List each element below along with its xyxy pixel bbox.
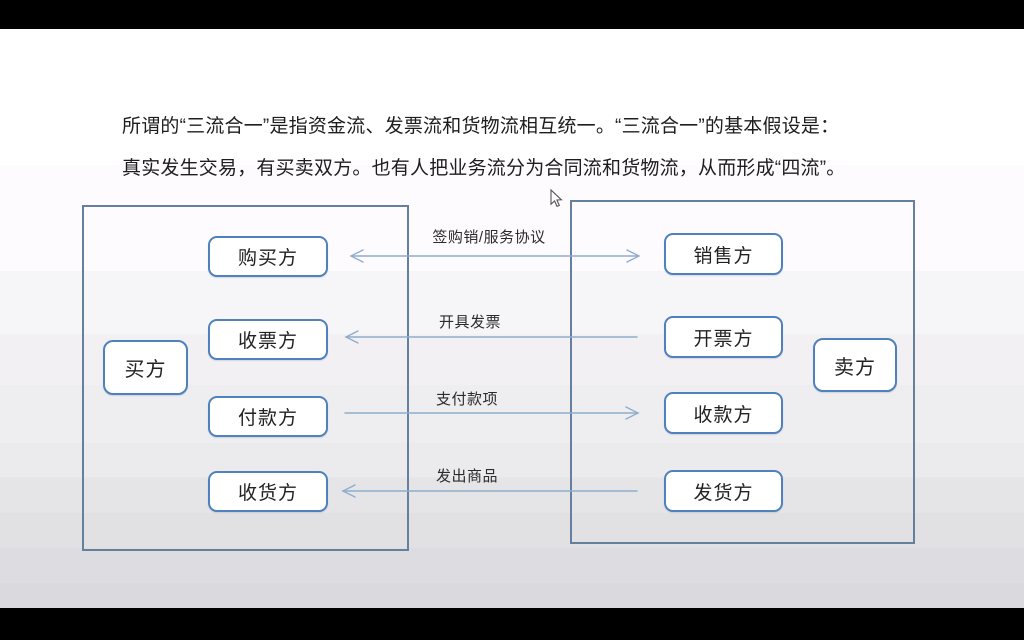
flow-label-agreement: 签购销/服务协议	[432, 229, 546, 246]
arrowhead-right-icon	[625, 406, 640, 420]
flow-label-invoice: 开具发票	[438, 314, 502, 331]
buyer-role-label: 付款方	[237, 408, 298, 429]
buyer-side-label: 买方	[124, 359, 167, 381]
slide-canvas: 所谓的“三流合一”是指资金流、发票流和货物流相互统一。“三流合一”的基本假设是：…	[0, 29, 1024, 608]
buyer-role-label: 收货方	[237, 483, 298, 504]
seller-role-box-shipper: 发货方	[664, 470, 783, 512]
buyer-role-box-purchaser: 购买方	[208, 236, 328, 277]
buyer-role-box-goods-receiver: 收货方	[208, 471, 328, 512]
arrowhead-left-icon	[349, 249, 364, 263]
buyer-group-frame	[82, 205, 409, 551]
mouse-cursor-icon	[550, 189, 563, 208]
letterbox-bottom	[0, 608, 1024, 640]
buyer-role-label: 收票方	[237, 331, 298, 352]
arrowhead-left-icon	[341, 484, 356, 498]
buyer-role-box-invoice-receiver: 收票方	[208, 319, 328, 360]
seller-role-label: 销售方	[693, 245, 754, 267]
flow-label-payment: 支付款项	[435, 391, 499, 408]
seller-side-label: 卖方	[834, 356, 876, 379]
seller-role-box-seller: 销售方	[664, 233, 783, 275]
buyer-role-label: 购买方	[237, 248, 298, 269]
seller-role-label: 开票方	[693, 328, 754, 350]
intro-text-line-1: 所谓的“三流合一”是指资金流、发票流和货物流相互统一。“三流合一”的基本假设是：	[122, 116, 840, 137]
buyer-side-box: 买方	[103, 340, 188, 395]
seller-role-label: 发货方	[693, 482, 754, 504]
buyer-role-box-payer: 付款方	[208, 396, 328, 437]
arrowhead-right-icon	[626, 249, 641, 263]
letterbox-top	[0, 0, 1024, 29]
intro-text-line-2: 真实发生交易，有买卖双方。也有人把业务流分为合同流和货物流，从而形成“四流”。	[122, 158, 846, 179]
seller-role-box-payment-receiver: 收款方	[664, 392, 783, 434]
arrowhead-left-icon	[344, 330, 359, 344]
flow-arrows	[341, 249, 641, 498]
seller-role-label: 收款方	[693, 404, 754, 426]
seller-side-box: 卖方	[813, 338, 897, 392]
seller-group-frame	[570, 200, 915, 544]
flow-label-goods: 发出商品	[435, 468, 499, 485]
seller-role-box-invoice-issuer: 开票方	[664, 316, 783, 358]
